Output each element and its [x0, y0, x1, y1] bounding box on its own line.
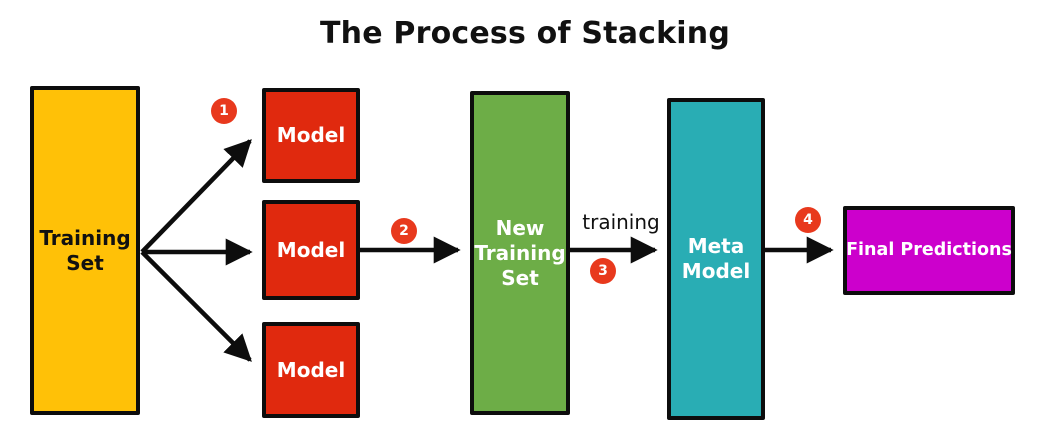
final-predictions-label: Final Predictions: [846, 239, 1012, 260]
model-2-label: Model: [276, 237, 346, 262]
meta-model-box: Meta Model: [667, 98, 765, 420]
training-set-box: Training Set: [30, 86, 140, 415]
step-badge-1: 1: [211, 98, 237, 124]
new-training-set-label: New Training Set: [474, 215, 566, 290]
training-set-label: Training Set: [39, 225, 131, 275]
final-predictions-box: Final Predictions: [843, 206, 1015, 295]
training-arrow-label: training: [582, 210, 660, 234]
page-title: The Process of Stacking: [319, 16, 731, 51]
model-box-2: Model: [262, 200, 360, 300]
model-1-label: Model: [276, 123, 346, 147]
arrow-training-to-model-3: [140, 250, 252, 362]
model-3-label: Model: [276, 357, 346, 382]
step-badge-2: 2: [391, 218, 417, 244]
model-box-3: Model: [262, 322, 360, 418]
meta-model-label: Meta Model: [681, 234, 751, 283]
step-badge-4: 4: [795, 207, 821, 233]
model-box-1: Model: [262, 88, 360, 183]
step-badge-3: 3: [590, 258, 616, 284]
arrow-training-to-model-1: [140, 139, 252, 254]
new-training-set-box: New Training Set: [470, 91, 570, 415]
